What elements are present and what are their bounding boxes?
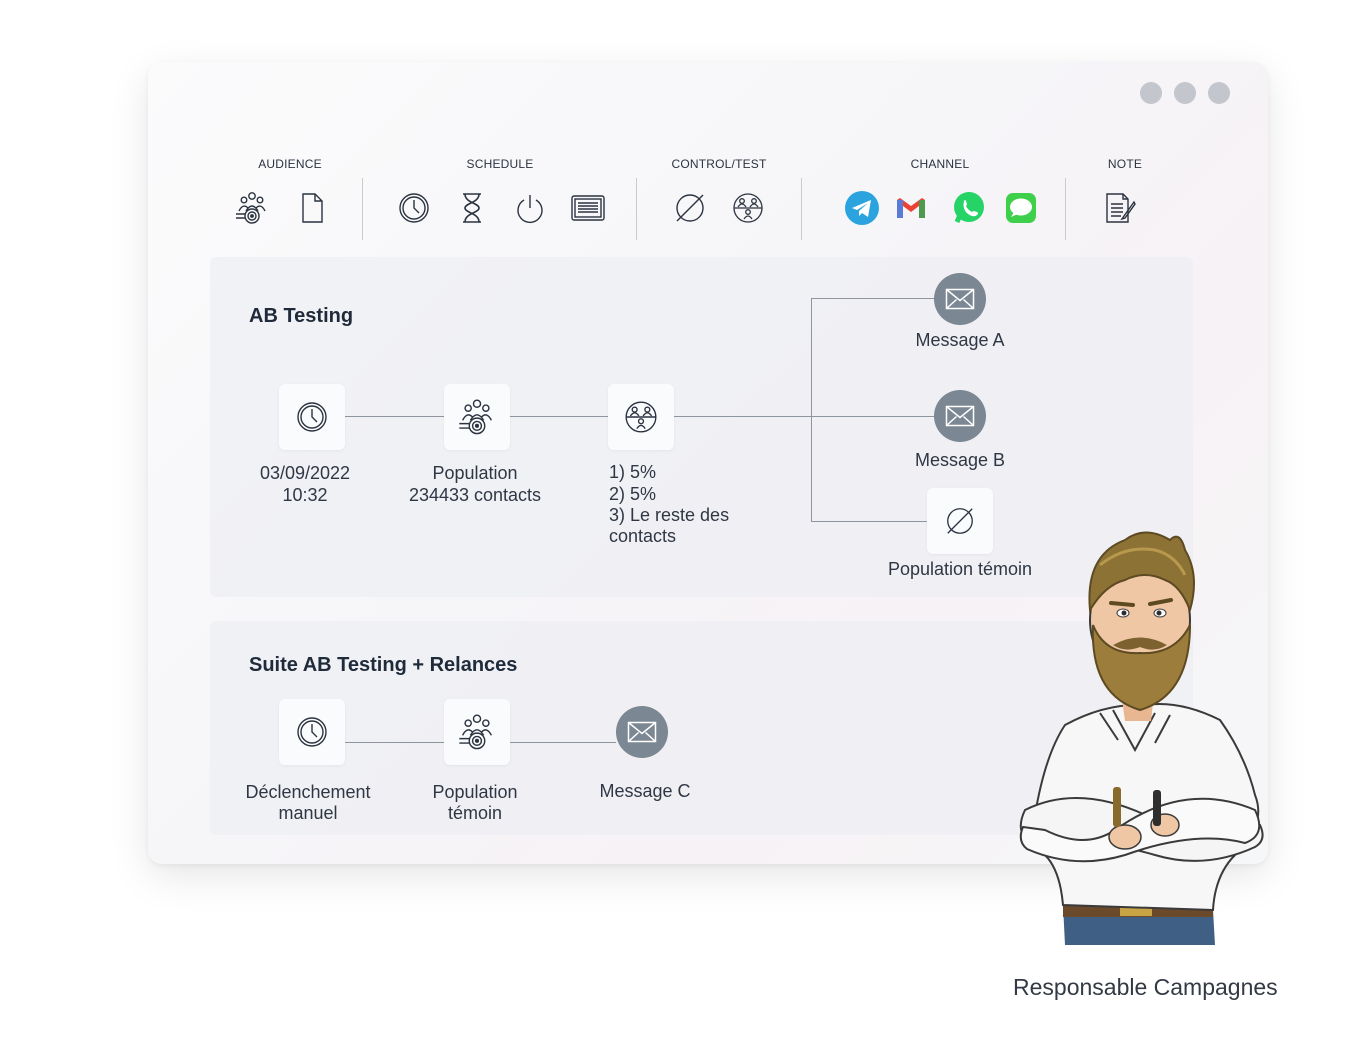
split-2: 2) 5% [609,484,657,504]
whatsapp-icon[interactable] [950,189,988,227]
trigger-time: 10:32 [282,485,328,505]
manual-trigger-label-2: manuel [278,803,338,823]
audience-target-icon[interactable] [233,189,271,227]
caption: Responsable Campagnes [1013,974,1278,1000]
connector-line [811,298,936,299]
message-b-node[interactable] [934,390,986,442]
connector-line [510,742,616,743]
channel-group-label: CHANNEL [910,157,970,171]
gmail-icon[interactable] [892,189,930,227]
connector-line [674,416,936,417]
message-a-node[interactable] [934,273,986,325]
clock-icon[interactable] [395,189,433,227]
suite-title: Suite AB Testing + Relances [249,654,518,676]
window-dot[interactable] [1174,82,1196,104]
connector-line [345,742,444,743]
population-label: Population [432,463,518,483]
split-1: 1) 5% [609,462,657,482]
manual-trigger-label: Déclenchement [245,782,371,802]
message-c-label: Message C [599,781,691,801]
control-test-group-label: CONTROL/TEST [671,157,767,171]
file-icon[interactable] [293,189,331,227]
note-icon[interactable] [1100,189,1138,227]
power-icon[interactable] [511,189,549,227]
schedule-group-label: SCHEDULE [466,157,534,171]
message-b-label: Message B [914,450,1006,470]
toolbar-separator [636,178,637,240]
ab-testing-title: AB Testing [249,305,354,327]
window-controls [1140,82,1230,104]
branch-line [811,298,812,522]
control-population-node[interactable] [444,699,510,765]
hourglass-icon[interactable] [453,189,491,227]
list-card-icon[interactable] [569,189,607,227]
manual-trigger-node[interactable] [279,699,345,765]
note-group-label: NOTE [1107,157,1143,171]
ab-testing-panel [210,257,1193,597]
window-dot[interactable] [1140,82,1162,104]
suite-panel [210,621,1193,835]
trigger-date: 03/09/2022 [259,463,351,483]
campaign-manager-illustration [1019,531,1264,945]
control-node[interactable] [927,488,993,554]
ab-split-node[interactable] [608,384,674,450]
window-dot[interactable] [1208,82,1230,104]
toolbar-separator [801,178,802,240]
group-test-icon[interactable] [729,189,767,227]
connector-line [510,416,608,417]
control-population-label-2: témoin [447,803,503,823]
toolbar-separator [362,178,363,240]
split-3: 3) Le reste des [609,505,730,525]
trigger-node[interactable] [279,384,345,450]
control-population-label: Population [432,782,518,802]
split-3-cont: contacts [609,526,677,546]
message-c-node[interactable] [616,706,668,758]
audience-group-label: AUDIENCE [258,157,322,171]
connector-line [345,416,444,417]
imessage-icon[interactable] [1002,189,1040,227]
toolbar-separator [1065,178,1066,240]
control-label: Population témoin [887,559,1033,579]
population-node[interactable] [444,384,510,450]
message-a-label: Message A [915,330,1005,350]
connector-line [811,521,927,522]
population-count: 234433 contacts [408,485,542,505]
empty-set-icon[interactable] [671,189,709,227]
telegram-icon[interactable] [843,189,881,227]
